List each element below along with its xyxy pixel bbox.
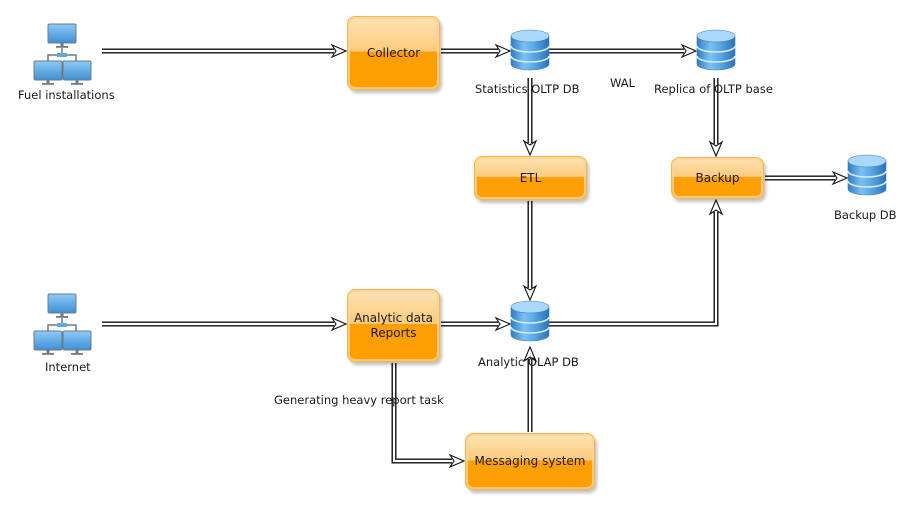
fuel-installations-network-icon[interactable] — [34, 24, 91, 85]
statistics-oltp-db-database-icon[interactable] — [510, 29, 550, 71]
replica-oltp-label: Replica of OLTP base — [654, 82, 773, 96]
backup-db-database-icon[interactable] — [847, 154, 887, 196]
analytic-olap-db-label: Analytic OLAP DB — [478, 355, 579, 369]
edge-statistics-oltp-db-to-etl — [522, 78, 538, 157]
arrowhead — [330, 316, 348, 332]
edge-analytic-olap-db-to-backup — [549, 198, 724, 327]
edge-analytic-reports-to-analytic-olap-db — [441, 316, 512, 332]
statistics-oltp-db-label: Statistics OLTP DB — [475, 82, 580, 96]
arrowhead — [708, 198, 724, 216]
replica-oltp-database-icon[interactable] — [696, 29, 736, 71]
collector-label: Collector — [366, 45, 421, 60]
etl-label: ETL — [519, 170, 542, 185]
arrowhead — [494, 43, 512, 59]
heavy-report-edge-label: Generating heavy report task — [274, 393, 444, 407]
wal-edge-label: WAL — [610, 76, 636, 90]
etl-node[interactable]: ETL — [474, 156, 587, 200]
arrowhead — [708, 140, 724, 158]
backup-label: Backup — [695, 170, 740, 185]
edge-etl-to-analytic-olap-db — [522, 201, 538, 302]
analytic-olap-db-database-icon[interactable] — [510, 300, 550, 342]
internet-network-icon[interactable] — [34, 294, 91, 355]
messaging-system-label: Messaging system — [474, 454, 586, 468]
edge-fuel-installations-to-collector — [102, 43, 348, 59]
edge-statistics-oltp-db-to-replica-oltp — [549, 43, 698, 59]
arrowhead — [522, 284, 538, 302]
edge-backup-to-backup-db — [765, 170, 849, 186]
arrowhead — [448, 453, 466, 469]
edge-collector-to-statistics-oltp-db — [441, 43, 512, 59]
arrowhead — [680, 43, 698, 59]
analytic-reports-line1: Analytic data — [353, 310, 434, 325]
fuel-installations-label: Fuel installations — [18, 88, 115, 102]
arrowhead — [494, 316, 512, 332]
arrowhead — [522, 345, 538, 363]
edge-internet-to-analytic-reports — [102, 316, 348, 332]
edge-analytic-reports-to-messaging-system — [391, 363, 466, 469]
analytic-reports-line2: Reports — [370, 325, 417, 340]
analytic-reports-node[interactable]: Analytic data Reports — [347, 289, 440, 362]
internet-label: Internet — [45, 360, 91, 374]
arrowhead — [831, 170, 849, 186]
collector-node[interactable]: Collector — [347, 16, 440, 90]
edge-replica-oltp-to-backup — [708, 78, 724, 158]
arrowhead — [522, 139, 538, 157]
backup-node[interactable]: Backup — [671, 157, 764, 199]
edge-messaging-system-to-analytic-olap-db — [522, 345, 538, 432]
analytic-reports-label: Analytic data Reports — [354, 311, 433, 341]
backup-db-label: Backup DB — [834, 208, 897, 222]
messaging-system-node[interactable]: Messaging system — [465, 433, 595, 490]
arrowhead — [330, 43, 348, 59]
